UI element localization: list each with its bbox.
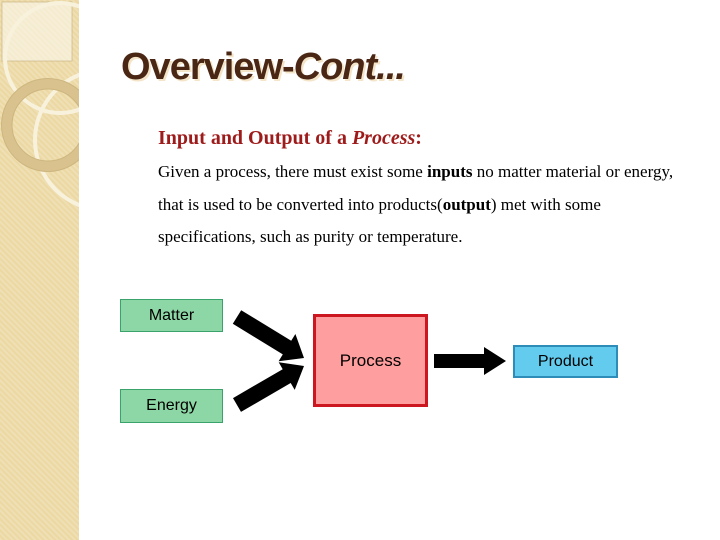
arrow-process-to-product-icon	[434, 347, 506, 375]
product-label: Product	[537, 352, 594, 370]
thin-circle-top-icon	[3, 1, 79, 115]
heading-pre: Input and Output of a	[158, 127, 352, 149]
body-line2-post: ) met with some	[490, 194, 601, 214]
body-line-3: specifications, such as purity or temper…	[158, 221, 718, 254]
diagram-box-process: Process	[313, 314, 428, 407]
sidebar-decoration	[0, 0, 79, 540]
decorative-circles	[1, 1, 79, 208]
body-line1-bold: inputs	[427, 162, 473, 181]
body-line1-post: no matter material or energy,	[472, 162, 674, 181]
body-paragraph: Given a process, there must exist some i…	[158, 156, 718, 254]
thick-ring-icon	[1, 78, 79, 172]
body-line1-pre: Given a process, there must exist some	[158, 162, 428, 181]
ring-outer-edge	[1, 78, 79, 172]
ring-inner-edge	[11, 88, 79, 162]
body-line-1: Given a process, there must exist some i…	[158, 156, 718, 189]
diagram-box-matter: Matter	[120, 299, 223, 332]
process-label: Process	[339, 350, 402, 370]
heading-colon: :	[415, 127, 422, 149]
arrow-energy-to-process-icon	[233, 362, 304, 412]
body-line2-pre: that is used to be converted into produc…	[158, 194, 443, 214]
slide-title: Overview-Cont...	[121, 46, 406, 89]
heading-process-word: Process	[351, 127, 416, 149]
energy-label: Energy	[146, 397, 197, 414]
slide-title-regular: Overview-	[121, 46, 295, 88]
body-line3-text: specifications, such as purity or temper…	[158, 227, 463, 246]
thin-circle-bottom-icon	[33, 72, 79, 208]
body-line2-bold: output	[442, 194, 491, 214]
diagram-box-energy: Energy	[120, 389, 223, 423]
matter-label: Matter	[148, 306, 195, 324]
body-line-2: that is used to be converted into produc…	[158, 189, 718, 222]
slide-title-italic: Cont...	[293, 46, 406, 88]
diagram-box-product: Product	[513, 345, 618, 378]
section-heading: Input and Output of a Process:	[158, 127, 422, 150]
arrow-matter-to-process-icon	[232, 310, 304, 362]
